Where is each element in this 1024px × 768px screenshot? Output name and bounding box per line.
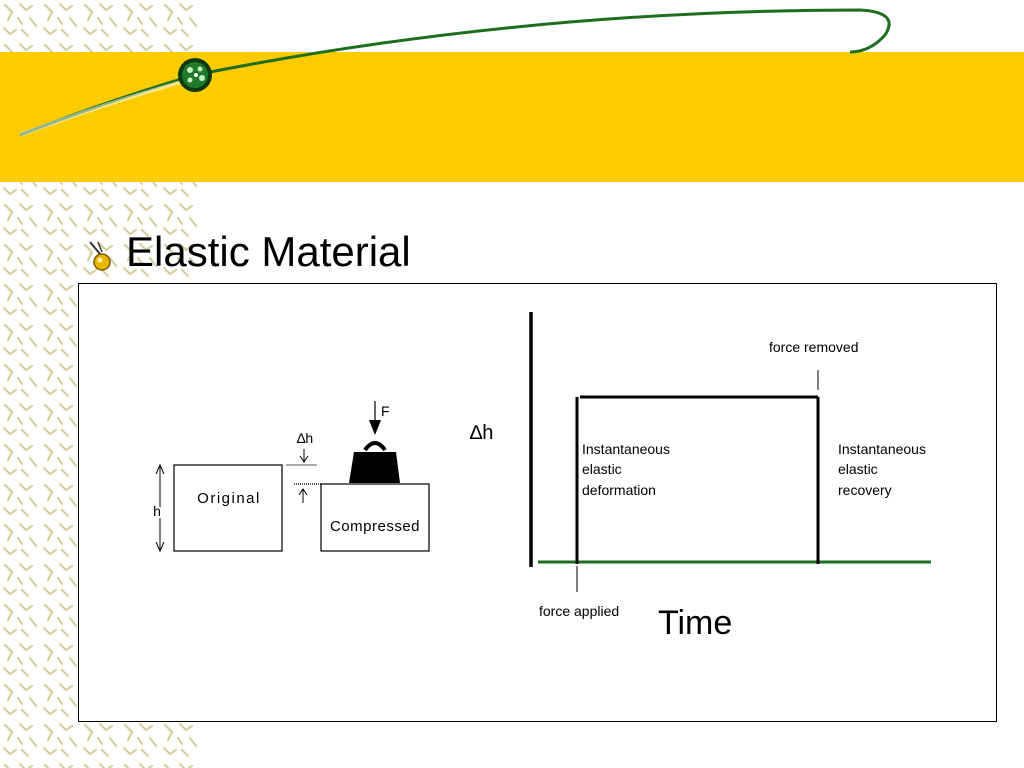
- original-block: [173, 464, 283, 552]
- recovery-line-1: Instantaneous: [838, 441, 926, 457]
- deformation-line-1: Instantaneous: [582, 441, 670, 457]
- deformation-line-2: elastic: [582, 461, 622, 477]
- green-orb-icon: [178, 58, 212, 92]
- graph-y-label: ∆h: [470, 422, 493, 444]
- deformation-line-3: deformation: [582, 482, 656, 498]
- force-label: F: [381, 403, 390, 419]
- compressed-label: Compressed: [330, 518, 420, 535]
- height-label: h: [153, 503, 161, 519]
- lightbulb-pointer-icon: [89, 241, 111, 271]
- elastic-figure: h Original ∆h Compressed F ∆h forc: [151, 312, 931, 642]
- figure-frame: h Original ∆h Compressed F ∆h forc: [78, 283, 997, 722]
- recovery-line-3: recovery: [838, 482, 892, 498]
- original-label: Original: [197, 490, 261, 507]
- height-arrow-top: [155, 463, 165, 475]
- height-arrow-bottom: [155, 541, 165, 553]
- graph-x-label: Time: [658, 604, 732, 642]
- slide-title: Elastic Material: [126, 228, 411, 275]
- force-applied-label: force applied: [539, 603, 619, 619]
- banner-decoration: [19, 8, 891, 137]
- force-arrow-head: [369, 420, 381, 435]
- recovery-line-2: elastic: [838, 461, 878, 477]
- weight-icon: [349, 441, 400, 483]
- compressed-block: [320, 483, 430, 552]
- banner-curve: [19, 8, 891, 137]
- header-banner: [0, 52, 1024, 182]
- delta-h-label: ∆h: [297, 430, 313, 446]
- force-removed-label: force removed: [769, 339, 858, 355]
